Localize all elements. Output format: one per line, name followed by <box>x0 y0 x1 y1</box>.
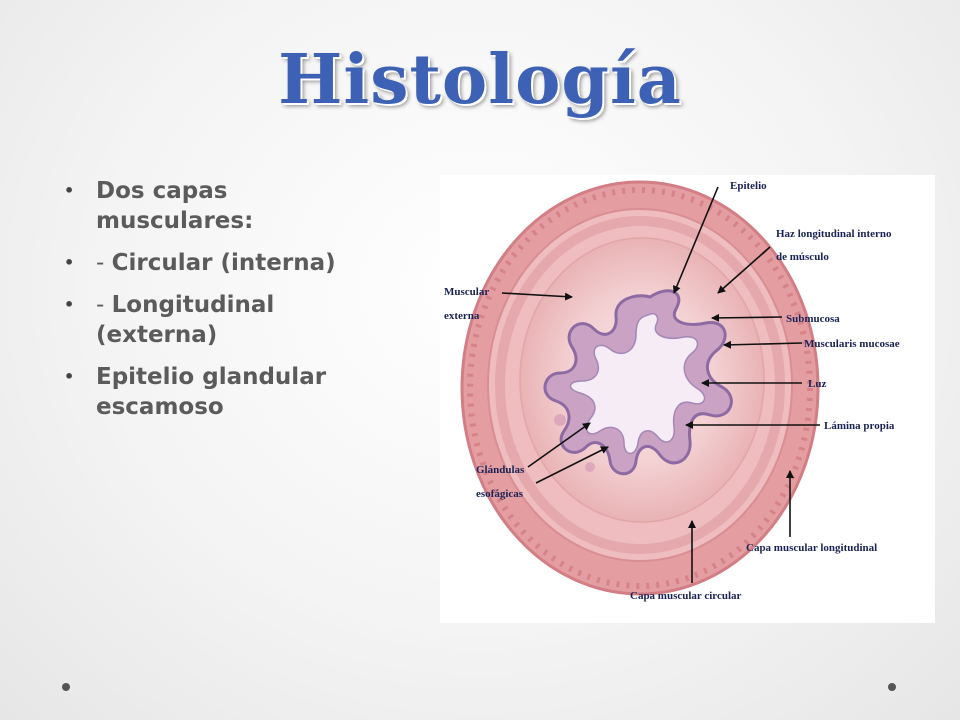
bullet-item: • Epitelio glandular escamoso <box>60 362 390 422</box>
histology-diagram: Epitelio Haz longitudinal interno de mús… <box>444 180 900 602</box>
bullet-dot-icon: • <box>64 295 75 314</box>
slide-corner-dot-right <box>888 683 896 691</box>
arrow-muscularis <box>723 340 803 349</box>
bullet-dash: - <box>96 292 112 318</box>
arrow-haz <box>717 246 771 294</box>
bullet-item: • - Longitudinal (externa) <box>60 290 390 350</box>
bullet-dot-icon: • <box>64 181 75 200</box>
bullet-text: Circular (interna) <box>111 250 336 276</box>
label-lamina: Lámina propia <box>824 420 895 432</box>
label-haz-line2: de músculo <box>776 251 829 263</box>
bullet-text: Longitudinal (externa) <box>96 292 275 348</box>
bullet-text: Epitelio glandular escamoso <box>96 364 327 420</box>
bullet-dot-icon: • <box>64 253 75 272</box>
esophagus-histology-figure: Epitelio Haz longitudinal interno de mús… <box>440 175 935 623</box>
label-muscularis: Muscularis mucosae <box>804 338 900 350</box>
label-submucosa: Submucosa <box>786 313 840 325</box>
arrow-submucosa <box>711 313 783 322</box>
gland-dot <box>554 414 566 426</box>
bullet-item: • Dos capas musculares: <box>60 176 390 236</box>
slide-title: Histología <box>278 40 682 120</box>
label-glandulas-line1: Glándulas <box>476 464 525 476</box>
arrow-glandulas-1 <box>527 422 591 468</box>
label-luz: Luz <box>808 378 826 390</box>
arrow-muscular-externa <box>501 292 573 301</box>
gland-dot <box>585 462 595 472</box>
slide-corner-dot-left <box>62 683 70 691</box>
bullet-dot-icon: • <box>64 367 75 386</box>
bullet-list: • Dos capas musculares: • - Circular (in… <box>60 176 390 434</box>
label-haz-line1: Haz longitudinal interno <box>776 228 892 240</box>
label-capa-circular: Capa muscular circular <box>630 590 742 602</box>
label-capa-longitudinal: Capa muscular longitudinal <box>746 542 877 554</box>
outer-muscle-texture <box>467 187 813 589</box>
label-glandulas-line2: esofágicas <box>476 488 524 500</box>
arrow-glandulas-2 <box>535 446 609 484</box>
arrow-epitelio <box>672 186 719 294</box>
label-muscular-line1: Muscular <box>444 286 489 298</box>
circular-muscle-texture <box>495 216 785 554</box>
lumen-luz <box>569 313 706 455</box>
bullet-item: • - Circular (interna) <box>60 248 390 278</box>
label-epitelio: Epitelio <box>730 180 767 192</box>
bullet-text: Dos capas musculares: <box>96 178 254 234</box>
label-muscular-line2: externa <box>444 310 480 322</box>
bullet-dash: - <box>96 250 112 276</box>
